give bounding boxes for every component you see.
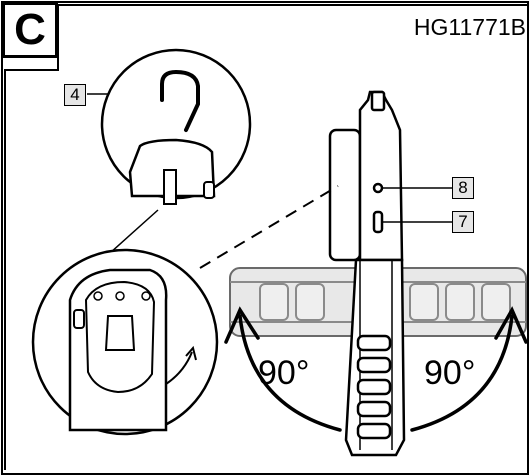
curved-arrow-icon [165, 351, 193, 385]
rotation-arrows [224, 306, 528, 432]
inner-frame [4, 4, 528, 470]
projection-line [199, 185, 339, 269]
callout-hook: 4 [64, 84, 86, 106]
angle-label-right: 90° [424, 354, 476, 392]
model-number: HG11771B [413, 14, 526, 40]
callout-indicator: 8 [452, 177, 474, 199]
figure-letter: C [2, 2, 58, 58]
power-icon [203, 181, 215, 199]
angle-label-left: 90° [258, 354, 310, 392]
callout-usb-port: 7 [452, 211, 474, 233]
detail-circle-back [31, 248, 219, 436]
lamp-vertical [328, 90, 406, 457]
detail-circle-hook [100, 48, 252, 205]
hook-icon [160, 69, 200, 132]
